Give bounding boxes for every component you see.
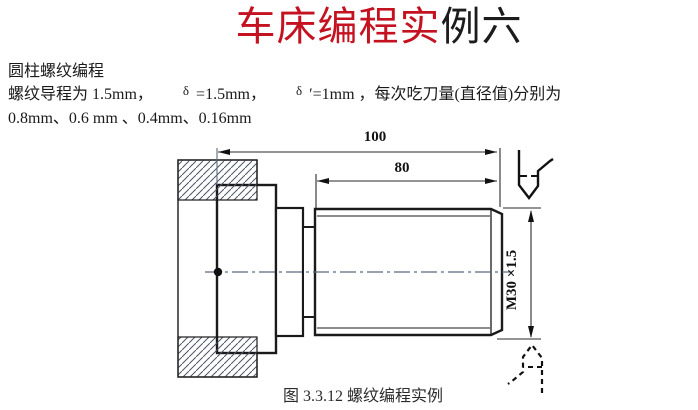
arrowhead-down-icon bbox=[528, 326, 534, 338]
intro-line-1: 圆柱螺纹编程 bbox=[8, 63, 105, 80]
tool-profile bbox=[517, 150, 554, 200]
dimension-label-overall-length: 100 bbox=[363, 129, 387, 145]
dimension-100 bbox=[216, 148, 501, 207]
arrowhead-left-icon bbox=[218, 149, 230, 155]
dimension-thread-diameter bbox=[497, 207, 541, 340]
arrowhead-right-icon bbox=[485, 149, 497, 155]
dimension-label-thread-length: 80 bbox=[394, 160, 410, 176]
delta-value: =1.5mm， bbox=[192, 86, 266, 103]
arrowhead-left-icon bbox=[317, 178, 329, 184]
title-rest-text: 例六 bbox=[440, 4, 523, 49]
dimension-label-thread-spec: M30 ×1.5 bbox=[504, 249, 520, 311]
dimension-80 bbox=[315, 174, 497, 208]
arrowhead-right-icon bbox=[485, 178, 497, 184]
thread-tool-phantom-icon bbox=[507, 343, 544, 393]
intro-line-3: 0.8mm、0.6 mm 、0.4mm、0.16mm bbox=[8, 110, 252, 127]
intro-line-2: 螺纹导程为 1.5mm，δ =1.5mm，δ ′=1mm ，每次吃刀量(直径值)… bbox=[8, 80, 561, 104]
page-title: 车床编程实例六 bbox=[60, 4, 698, 50]
lead-text: 螺纹导程为 1.5mm， bbox=[8, 86, 153, 103]
delta-prime-symbol: δ bbox=[295, 83, 303, 98]
cut-depth-text: 每次吃刀量(直径值)分别为 bbox=[374, 86, 562, 103]
thread-tool-icon bbox=[517, 150, 554, 200]
title-accent-text: 车床编程实 bbox=[235, 4, 441, 49]
tool-profile-phantom bbox=[507, 343, 544, 393]
chuck-jaw-hatch-bottom bbox=[177, 336, 258, 378]
delta-symbol: δ bbox=[182, 83, 190, 98]
workpiece-first-cylinder bbox=[215, 183, 278, 355]
arrowhead-up-icon bbox=[528, 210, 534, 222]
delta-prime-value: ′=1mm ， bbox=[305, 86, 375, 103]
figure-caption: 图 3.3.12 螺纹编程实例 bbox=[282, 388, 443, 405]
workpiece bbox=[215, 183, 504, 355]
origin-dot bbox=[213, 267, 223, 277]
